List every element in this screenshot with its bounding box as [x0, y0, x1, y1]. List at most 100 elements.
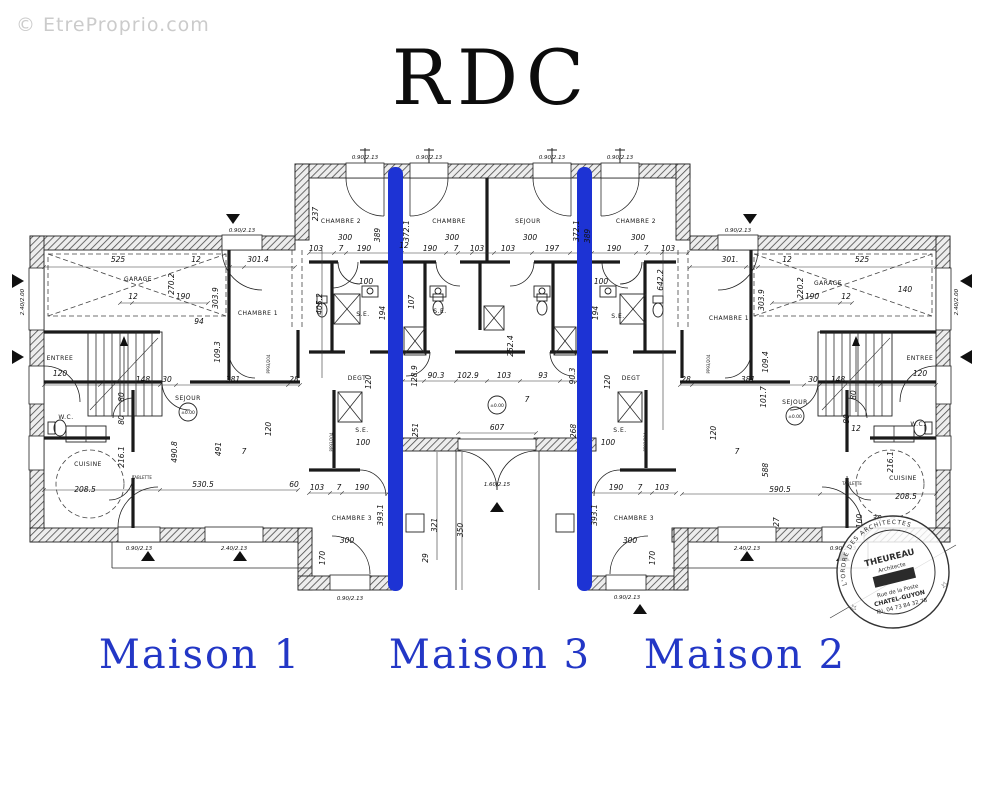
- joinery-label: PP93/204: [643, 432, 648, 451]
- dim: 350: [456, 523, 465, 538]
- dim: 190: [357, 244, 372, 253]
- stamp-number-box: [872, 566, 917, 588]
- dim: 389: [583, 229, 592, 244]
- dim: 216.1: [117, 446, 126, 467]
- dimension-lines: [41, 250, 957, 619]
- dim: 140: [898, 285, 913, 294]
- door-label: 0.90/2.13: [229, 228, 256, 234]
- dim: 190: [176, 292, 191, 301]
- house-label-maison3: Maison 3: [389, 632, 591, 678]
- room-labels: GARAGE GARAGE CHAMBRE 1 CHAMBRE 1 CHAMBR…: [47, 218, 933, 522]
- room-label-cuisine: CUISINE: [889, 475, 917, 482]
- dim: 7: [644, 244, 649, 253]
- room-label-chambre3: CHAMBRE 3: [614, 515, 654, 522]
- dim: 100: [356, 438, 371, 447]
- washbasin: [361, 285, 379, 298]
- door-label: 2.40/2.13: [734, 546, 761, 552]
- closet-box: [617, 391, 643, 423]
- level-label: ±0.00: [181, 410, 195, 416]
- dim: 190: [609, 483, 624, 492]
- joinery-label: PP93/204: [266, 354, 271, 373]
- dim: 101.7: [759, 386, 768, 408]
- room-label-chambre1: CHAMBRE 1: [238, 310, 278, 317]
- dim: 102.9: [457, 371, 479, 380]
- dim: 12: [399, 241, 409, 250]
- dim: 103: [470, 244, 485, 253]
- house-labels: Maison 1 Maison 3 Maison 2: [99, 632, 844, 678]
- room-label-tablette: TABLETTE: [841, 481, 862, 486]
- dim: 109.3: [213, 341, 222, 363]
- dim: 491: [214, 442, 223, 456]
- dim: 30: [808, 375, 818, 384]
- door-label: 2.40/2.00: [20, 288, 26, 315]
- dim: 300: [623, 536, 638, 545]
- dim: 405.2: [315, 293, 324, 315]
- dim: 381: [741, 375, 755, 384]
- shower-box: [619, 293, 647, 325]
- dim: 303.9: [757, 289, 766, 311]
- dim: 103: [501, 244, 516, 253]
- dim: 190: [355, 483, 370, 492]
- door-label: 0.90/2.13: [416, 155, 443, 161]
- dim: 28: [681, 375, 691, 384]
- door-label: 2.40/2.13: [221, 546, 248, 552]
- room-label-entree: ENTREE: [47, 355, 74, 362]
- watermark: © EtreProprio.com: [16, 14, 210, 36]
- dim: 372.1: [572, 220, 581, 241]
- dim: 120: [913, 369, 928, 378]
- dim: 12: [128, 292, 138, 301]
- level-markers: ±0.00 ±0.00 ±0.00: [178, 395, 805, 426]
- party-wall-right: [577, 167, 592, 591]
- dim: 120: [264, 422, 273, 437]
- kitchen-table: [855, 449, 925, 519]
- dim: 109.4: [761, 351, 770, 373]
- dim: 30: [162, 375, 172, 384]
- dim: 270.2: [167, 273, 176, 295]
- toilet: [652, 295, 664, 318]
- dim: 100: [855, 514, 864, 529]
- dim: 525: [855, 255, 870, 264]
- dim: 525: [111, 255, 126, 264]
- room-label-chambre1: CHAMBRE 1: [709, 315, 749, 322]
- house-label-maison1: Maison 1: [99, 632, 301, 678]
- room-label-cuisine: CUISINE: [74, 461, 102, 468]
- garage-dashed-left: [47, 253, 227, 317]
- closet-box: [337, 391, 363, 423]
- garage-dashed-right: [753, 253, 933, 317]
- dim: 80: [849, 390, 858, 400]
- window-markers: [360, 148, 625, 163]
- kitchen-sink: [65, 425, 107, 443]
- dim: 7: [525, 395, 530, 404]
- dim: 80: [842, 414, 851, 424]
- room-label-se: S.E.: [613, 427, 626, 434]
- dim: 27: [772, 517, 781, 527]
- room-label-chambre: CHAMBRE: [432, 218, 466, 225]
- dim: 194: [378, 306, 387, 321]
- dim: 590.5: [769, 485, 791, 494]
- dim: 148: [136, 375, 151, 384]
- party-wall-left: [388, 167, 403, 591]
- dim: 251: [411, 423, 420, 437]
- porch-pillar: [555, 513, 575, 533]
- joinery-label: PP93/204: [706, 354, 711, 373]
- door-label: 0.90/2.13: [539, 155, 566, 161]
- dim: 93: [538, 371, 548, 380]
- room-label-sejour: SEJOUR: [175, 395, 201, 402]
- dim: 220.2: [796, 277, 805, 299]
- dim: 372.1: [402, 220, 411, 241]
- dim: 389: [373, 228, 382, 243]
- fixtures: [47, 285, 933, 533]
- page-title: RDC: [392, 33, 592, 122]
- door-label: 1.60/2.15: [484, 482, 511, 488]
- dim: 588: [761, 463, 770, 478]
- dim: 300: [338, 233, 353, 242]
- room-label-se: S.E.: [611, 313, 624, 320]
- stamp-star: ☆: [849, 603, 859, 615]
- room-label-chambre3: CHAMBRE 3: [332, 515, 372, 522]
- room-label-se: S.E.: [356, 311, 369, 318]
- dim: 7: [454, 244, 459, 253]
- dim: 300: [445, 233, 460, 242]
- room-label-degt: DEGT: [622, 375, 641, 382]
- dim: 103: [497, 371, 512, 380]
